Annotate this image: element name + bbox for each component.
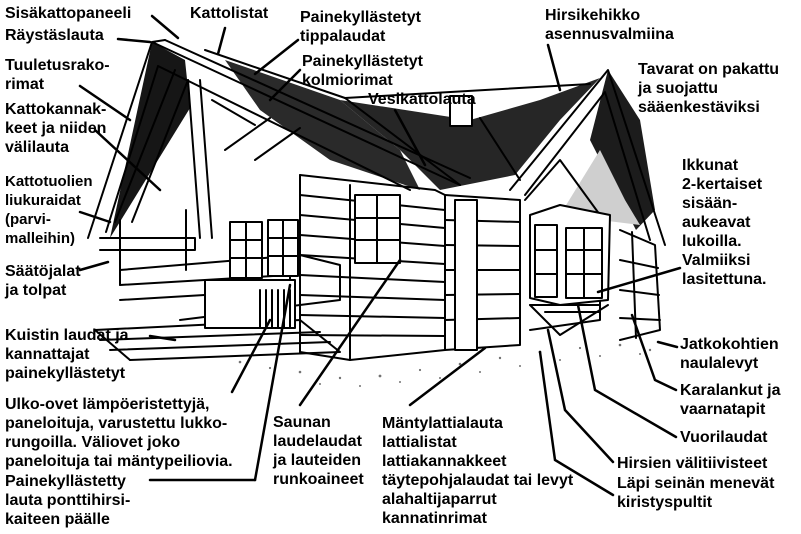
leader-hirsikehikko — [546, 43, 562, 92]
leader-saatojalat — [78, 260, 110, 272]
leader-painekyllastetty-lauta-up — [253, 283, 292, 482]
label-kattolistat: Kattolistat — [190, 5, 269, 22]
leader-jatkokohtien — [656, 340, 679, 349]
label-hirsikehikko: Hirsikehikko asennusvalmiina — [545, 7, 674, 43]
leader-ulko-ovet — [230, 318, 272, 394]
leader-vuorilaudat — [576, 303, 678, 439]
leader-karalankut — [630, 313, 678, 392]
label-hirsien: Hirsien välitiivisteet — [617, 455, 768, 472]
leader-ikkunat — [596, 266, 682, 294]
leader-hirsien — [546, 328, 615, 464]
label-ulko-ovet: Ulko-ovet lämpöeristettyjä, paneloituja,… — [5, 396, 233, 470]
label-kattotuolien: Kattotuolien liukuraidat (parvi- malleih… — [5, 173, 93, 247]
label-saatojalat: Säätöjalat ja tolpat — [5, 263, 81, 299]
leader-saunan — [298, 258, 402, 407]
label-sisakattopaneeli: Sisäkattopaneeli — [5, 5, 132, 22]
label-vesikattolauta: Vesikattolauta — [368, 91, 476, 108]
label-tuuletusrakorimat: Tuuletusrako- rimat — [5, 57, 110, 93]
label-raystaslauta: Räystäslauta — [5, 27, 104, 44]
leader-kattokannakkeet — [93, 128, 162, 192]
leader-raystaslauta — [116, 37, 152, 44]
label-mantylattialauta: Mäntylattialauta lattialistat lattiakann… — [382, 415, 574, 527]
leader-mantylattialauta — [408, 346, 487, 407]
label-kattokannakkeet: Kattokannak- keet ja niiden välilauta — [5, 101, 107, 156]
label-lapi-seinan: Läpi seinän menevät kiristyspultit — [617, 475, 775, 511]
label-ikkunat: Ikkunat 2-kertaiset sisään- aukeavat luk… — [682, 157, 767, 288]
label-kolmiorimat: Painekyllästetyt kolmiorimat — [302, 53, 423, 89]
leader-vesikattolauta — [393, 108, 427, 167]
label-kuistin: Kuistin laudat ja kannattajat painekyllä… — [5, 327, 129, 382]
leader-tuuletusrakorimat — [78, 84, 132, 122]
label-tippalaudat: Painekyllästetyt tippalaudat — [300, 9, 421, 45]
label-jatkokohtien: Jatkokohtien naulalevyt — [680, 336, 779, 372]
leader-kolmiorimat — [268, 68, 302, 102]
leader-sisakattopaneeli — [150, 14, 180, 40]
label-karalankut: Karalankut ja vaarnatapit — [680, 382, 781, 418]
label-saunan: Saunan laudelaudat ja lauteiden runkoain… — [273, 414, 364, 488]
leader-kattolistat — [216, 26, 227, 56]
leader-lines — [78, 14, 682, 497]
leader-tippalaudat — [253, 38, 300, 76]
leader-kuistin — [148, 334, 177, 342]
label-tavarat: Tavarat on pakattu ja suojattu sääenkest… — [638, 61, 780, 116]
label-vuorilaudat: Vuorilaudat — [680, 429, 768, 446]
leader-lapi-seinan — [538, 350, 615, 497]
leader-kattotuolien — [78, 210, 112, 224]
label-painekyllastetty-lauta: Painekyllästetty lauta ponttihirsi- kait… — [5, 473, 131, 528]
house-lines — [87, 39, 666, 361]
